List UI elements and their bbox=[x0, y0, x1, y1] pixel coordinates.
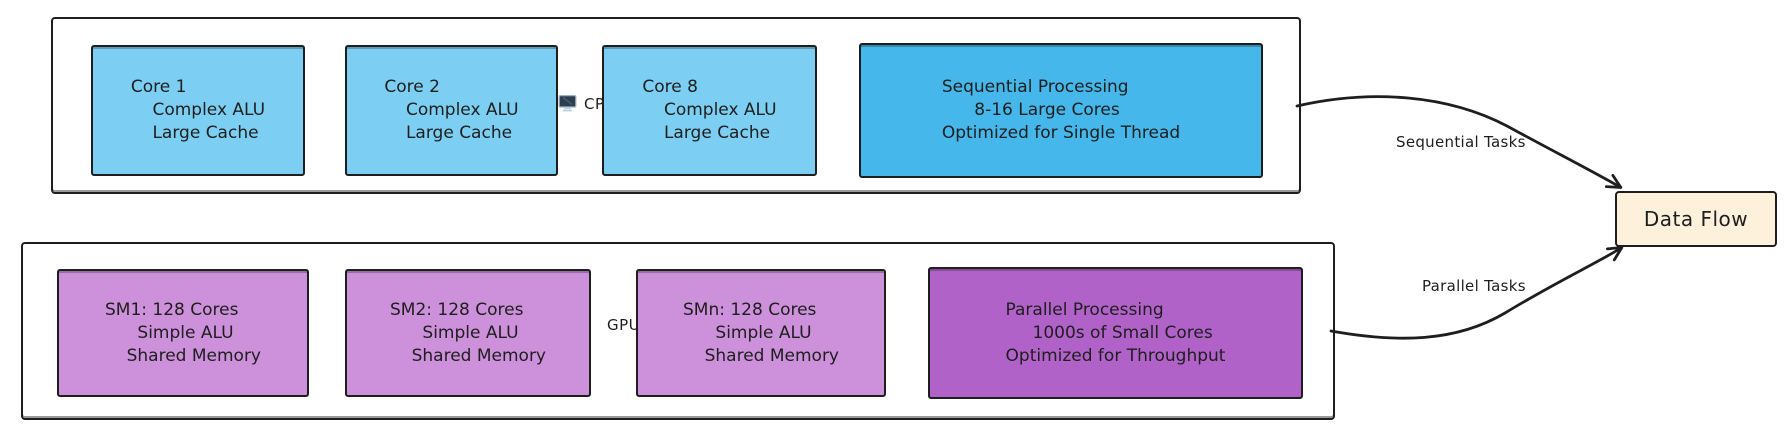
gpu-smn-text: SMn: 128 Cores Simple ALU Shared Memory bbox=[682, 299, 839, 366]
parallel-tasks-label: Parallel Tasks bbox=[1422, 277, 1526, 295]
cpu-core-2-box: Core 2 Complex ALU Large Cache bbox=[345, 45, 558, 176]
gpu-sm1-box: SM1: 128 Cores Simple ALU Shared Memory bbox=[57, 269, 309, 397]
parallel-processing-text: Parallel Processing 1000s of Small Cores… bbox=[1005, 299, 1226, 366]
desktop-computer-icon bbox=[557, 93, 578, 114]
cpu-core-8-text: Core 8 Complex ALU Large Cache bbox=[642, 77, 777, 143]
gpu-smn-box: SMn: 128 Cores Simple ALU Shared Memory bbox=[636, 269, 886, 397]
gpu-sm2-box: SM2: 128 Cores Simple ALU Shared Memory bbox=[345, 269, 591, 397]
cpu-core-8-box: Core 8 Complex ALU Large Cache bbox=[602, 45, 817, 176]
cpu-core-1-box: Core 1 Complex ALU Large Cache bbox=[91, 45, 305, 176]
gpu-section-label: GPU bbox=[607, 316, 640, 334]
cpu-section-container: CPU Core 1 Complex ALU Large Cache Core … bbox=[51, 17, 1301, 194]
gpu-label-text: GPU bbox=[607, 316, 641, 334]
sequential-tasks-label: Sequential Tasks bbox=[1396, 133, 1526, 151]
gpu-sm1-text: SM1: 128 Cores Simple ALU Shared Memory bbox=[104, 299, 261, 366]
gpu-section-container: GPU SM1: 128 Cores Simple ALU Shared Mem… bbox=[21, 242, 1335, 420]
sequential-processing-box: Sequential Processing 8-16 Large Cores O… bbox=[859, 43, 1263, 178]
cpu-core-2-text: Core 2 Complex ALU Large Cache bbox=[384, 77, 519, 143]
data-flow-box: Data Flow bbox=[1615, 191, 1777, 247]
parallel-processing-box: Parallel Processing 1000s of Small Cores… bbox=[928, 267, 1303, 399]
gpu-sm2-text: SM2: 128 Cores Simple ALU Shared Memory bbox=[389, 299, 546, 366]
sequential-processing-text: Sequential Processing 8-16 Large Cores O… bbox=[941, 77, 1181, 143]
data-flow-text: Data Flow bbox=[1643, 207, 1749, 231]
cpu-core-1-text: Core 1 Complex ALU Large Cache bbox=[130, 77, 266, 143]
